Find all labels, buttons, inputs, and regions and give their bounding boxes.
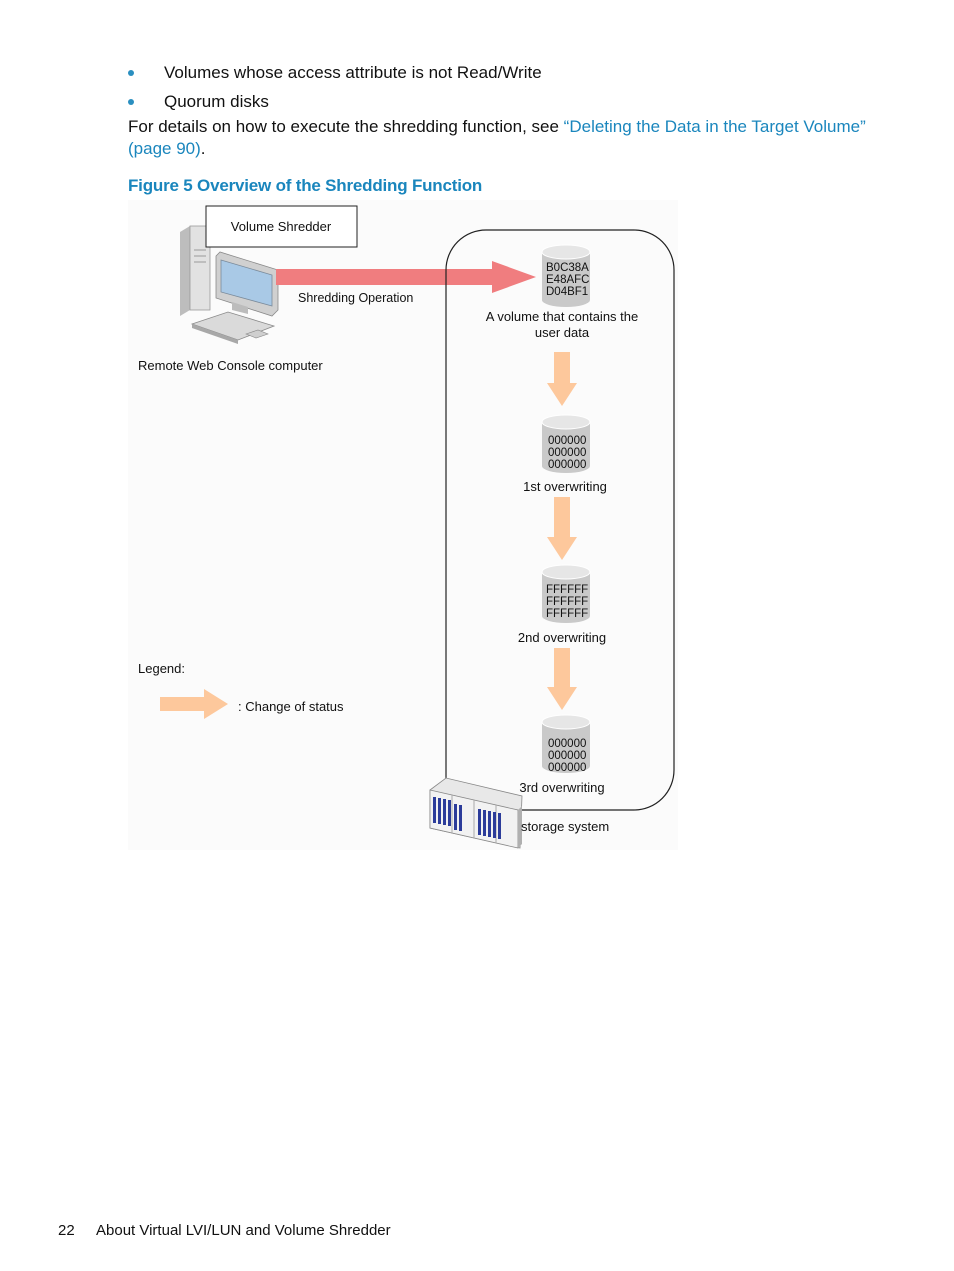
volume-shredder-label: Volume Shredder — [231, 219, 332, 234]
volume-caption: user data — [535, 325, 590, 340]
volume-data-line: 000000 — [548, 762, 586, 774]
volume-caption: A volume that contains the — [486, 309, 638, 324]
volume-caption: 2nd overwriting — [518, 630, 606, 645]
details-paragraph: For details on how to execute the shredd… — [128, 116, 888, 160]
volume-data-line: FFFFFF — [546, 608, 588, 620]
volume-original: B0C38A E48AFC D04BF1 — [541, 244, 591, 307]
volume-caption: 3rd overwriting — [519, 780, 604, 795]
shredding-operation-label: Shredding Operation — [298, 291, 413, 305]
volume-data-line: 000000 — [548, 459, 586, 471]
list-item: Volumes whose access attribute is not Re… — [128, 58, 542, 87]
status-arrow — [547, 648, 577, 710]
bullet-text: Quorum disks — [164, 92, 269, 111]
page-footer: 22 About Virtual LVI/LUN and Volume Shred… — [58, 1222, 391, 1239]
volume-second-overwrite: FFFFFF FFFFFF FFFFFF — [541, 564, 591, 623]
volume-data-line: FFFFFF — [546, 584, 588, 596]
volume-first-overwrite: 000000 000000 000000 — [541, 414, 591, 473]
page-number: 22 — [58, 1222, 75, 1239]
bullet-list: Volumes whose access attribute is not Re… — [128, 58, 542, 116]
bullet-dot-icon — [128, 99, 134, 105]
computer-icon — [180, 225, 279, 344]
volume-data-line: D04BF1 — [546, 286, 588, 298]
legend-arrow — [160, 689, 228, 719]
volume-data-line: 000000 — [548, 750, 586, 762]
volume-data-line: E48AFC — [546, 274, 589, 286]
bullet-text: Volumes whose access attribute is not Re… — [164, 63, 542, 82]
volume-caption: 1st overwriting — [523, 479, 607, 494]
shredding-arrow — [276, 261, 536, 293]
volume-data-line: B0C38A — [546, 262, 589, 274]
storage-system-label: storage system — [521, 819, 609, 834]
volume-data-line: 000000 — [548, 435, 586, 447]
status-arrow — [547, 497, 577, 560]
shredding-diagram: Volume Shredder Shredding Operation Remo… — [128, 200, 678, 850]
status-arrow — [547, 352, 577, 406]
diagram-canvas: Volume Shredder Shredding Operation Remo… — [138, 205, 675, 849]
legend-item-label: : Change of status — [238, 699, 344, 714]
list-item: Quorum disks — [128, 87, 542, 116]
cross-reference-link[interactable]: “Deleting the Data in the Target Volume”… — [128, 117, 866, 158]
bullet-dot-icon — [128, 70, 134, 76]
paragraph-text: For details on how to execute the shredd… — [128, 117, 564, 136]
footer-section-title: About Virtual LVI/LUN and Volume Shredde… — [96, 1222, 391, 1239]
volume-data-line: 000000 — [548, 447, 586, 459]
figure-title: Figure 5 Overview of the Shredding Funct… — [128, 176, 483, 195]
remote-console-label: Remote Web Console computer — [138, 358, 323, 373]
storage-boundary — [445, 229, 675, 811]
legend-label: Legend: — [138, 661, 185, 676]
storage-system-icon — [429, 777, 523, 849]
paragraph-suffix: . — [200, 139, 206, 158]
volume-shredder-box — [205, 205, 358, 248]
volume-data-line: FFFFFF — [546, 596, 588, 608]
volume-third-overwrite: 000000 000000 000000 — [541, 714, 591, 774]
volume-data-line: 000000 — [548, 738, 586, 750]
